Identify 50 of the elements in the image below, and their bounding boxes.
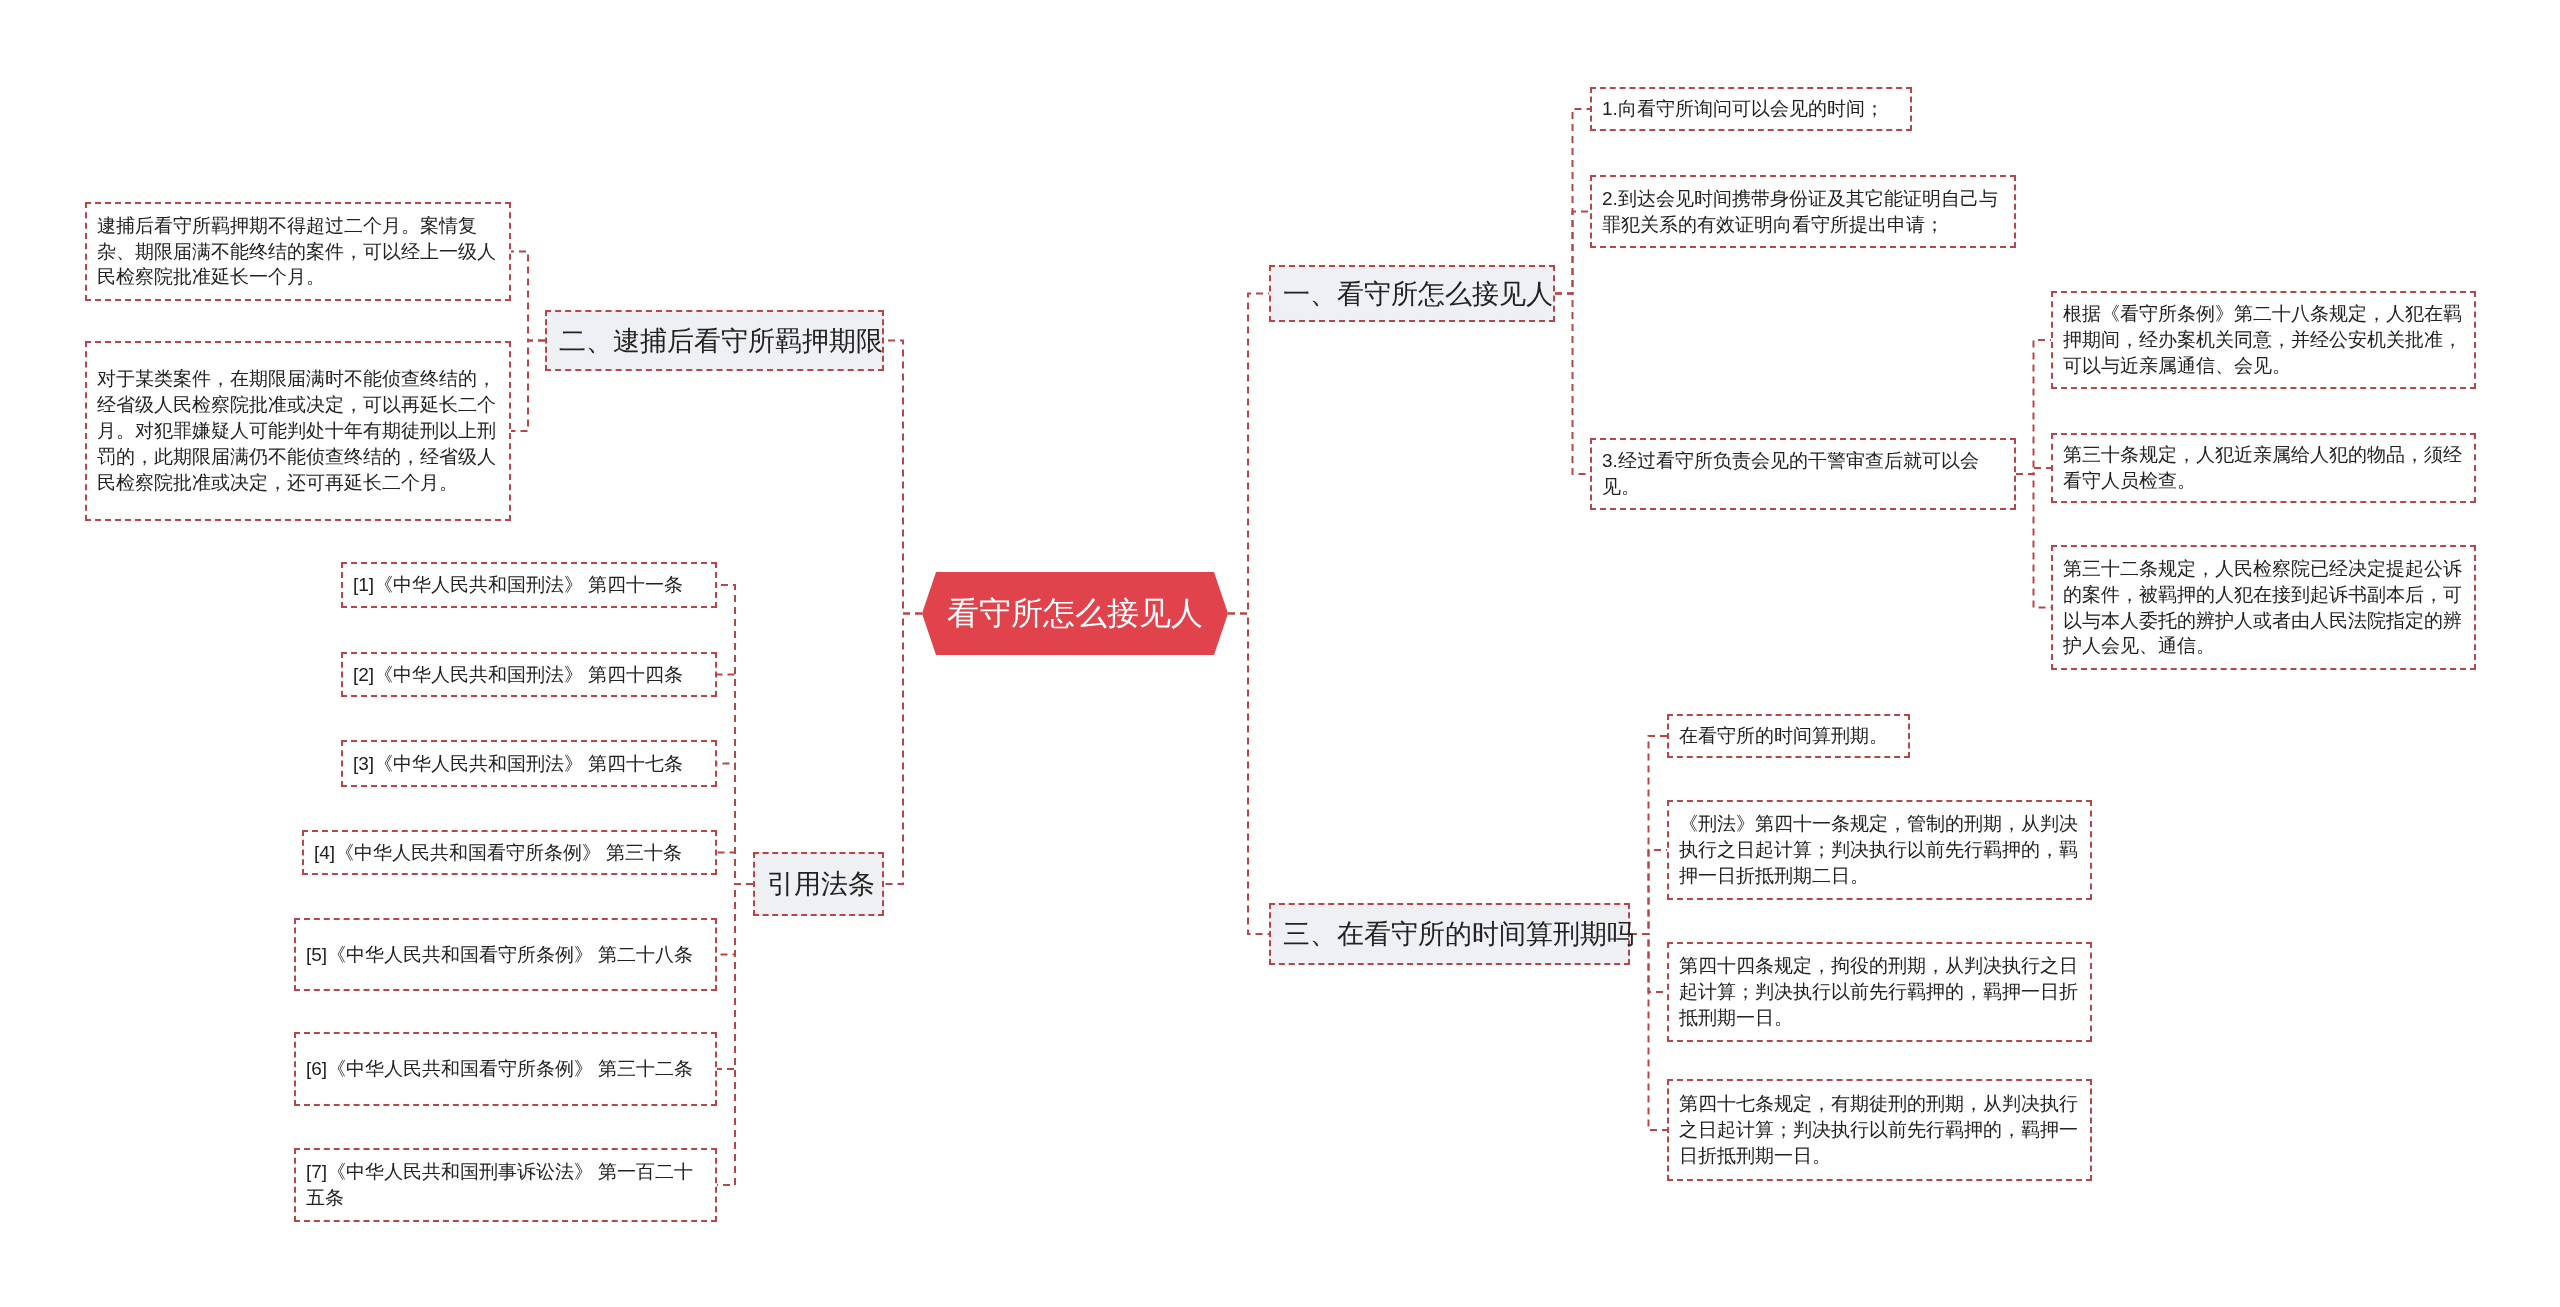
topic-text: 在看守所的时间算刑期。 <box>1679 724 1888 749</box>
note-box <box>2051 433 2476 503</box>
note-box <box>1667 714 1910 758</box>
note-box <box>302 830 717 875</box>
topic-text: 二、逮捕后看守所羁押期限 <box>559 324 883 358</box>
branch-topic-box <box>753 852 884 916</box>
note-box <box>341 562 717 608</box>
topic-text: 2.到达会见时间携带身份证及其它能证明自己与罪犯关系的有效证明向看守所提出申请； <box>1602 186 1999 237</box>
topic-text: 对于某类案件，在期限届满时不能侦查终结的，经省级人民检察院批准或决定，可以再延长二个月。对犯罪嫌疑人可能判处十年有期徒刑以上刑罚的，此期限届满仍不能侦查终结的，经省级人民检察院批准或决定，还可再延长二个月。 <box>97 367 497 495</box>
topic-text: 一、看守所怎么接见人 <box>1283 277 1553 311</box>
topic-text: 根据《看守所条例》第二十八条规定，人犯在羁押期间，经办案机关同意，并经公安机关批准，可以与近亲属通信、会见。 <box>2063 302 2463 378</box>
topic-text: 第三十条规定，人犯近亲属给人犯的物品，须经看守人员检查。 <box>2063 443 2463 493</box>
topic-text: 第四十七条规定，有期徒刑的刑期，从判决执行之日起计算；判决执行以前先行羁押的，羁押一日折抵刑期一日。 <box>1679 1092 2079 1168</box>
topic-text: 逮捕后看守所羁押期不得超过二个月。案情复杂、期限届满不能终结的案件，可以经上一级人民检察院批准延长一个月。 <box>97 213 497 290</box>
connector-line <box>1227 612 1270 935</box>
topic-text: 引用法条 <box>767 868 875 901</box>
topic-text: 第四十四条规定，拘役的刑期，从判决执行之日起计算；判决执行以前先行羁押的，羁押一日折抵刑期一日。 <box>1679 954 2079 1030</box>
topic-text: 1.向看守所询问可以会见的时间； <box>1602 97 1884 122</box>
branch-topic-box <box>545 310 884 371</box>
topic-text: [7]《中华人民共和国刑事诉讼法》 第一百二十五条 <box>306 1160 695 1210</box>
branch-topic-box <box>1269 265 1555 322</box>
note-box <box>85 341 511 521</box>
topic-text: [3]《中华人民共和国刑法》 第四十七条 <box>353 751 684 776</box>
topic-text: [1]《中华人民共和国刑法》 第四十一条 <box>353 573 684 598</box>
note-box <box>1667 1079 2092 1181</box>
note-box <box>341 740 717 787</box>
note-box <box>294 1032 717 1106</box>
topic-text: 第三十二条规定，人民检察院已经决定提起公诉的案件，被羁押的人犯在接到起诉书副本后，可以与本人委托的辨护人或者由人民法院指定的辨护人会见、通信。 <box>2063 556 2463 659</box>
note-box <box>2051 545 2476 670</box>
connector-line <box>883 612 923 885</box>
note-box <box>1590 175 2016 248</box>
root-topic-hexagon <box>922 572 1228 655</box>
topic-text: 三、在看守所的时间算刑期吗 <box>1283 918 1634 951</box>
topic-text: 3.经过看守所负责会见的干警审查后就可以会见。 <box>1602 449 1980 499</box>
note-box <box>1590 438 2016 510</box>
note-box <box>341 652 717 697</box>
note-box <box>1590 87 1912 131</box>
topic-text: 《刑法》第四十一条规定，管制的刑期，从判决执行之日起计算；判决执行以前先行羁押的，羁押一日折抵刑期二日。 <box>1679 812 2079 888</box>
topic-text: [2]《中华人民共和国刑法》 第四十四条 <box>353 662 684 687</box>
note-box <box>1667 800 2092 900</box>
topic-text: [6]《中华人民共和国看守所条例》 第三十二条 <box>306 1057 694 1082</box>
topic-text: [4]《中华人民共和国看守所条例》 第三十条 <box>314 840 683 865</box>
topic-text: [5]《中华人民共和国看守所条例》 第二十八条 <box>306 942 694 967</box>
connector-line <box>510 339 546 432</box>
topic-text: 看守所怎么接见人 <box>947 593 1203 633</box>
note-box <box>2051 291 2476 389</box>
note-box <box>294 918 717 991</box>
note-box <box>1667 942 2092 1042</box>
note-box <box>294 1148 717 1222</box>
note-box <box>85 202 511 301</box>
